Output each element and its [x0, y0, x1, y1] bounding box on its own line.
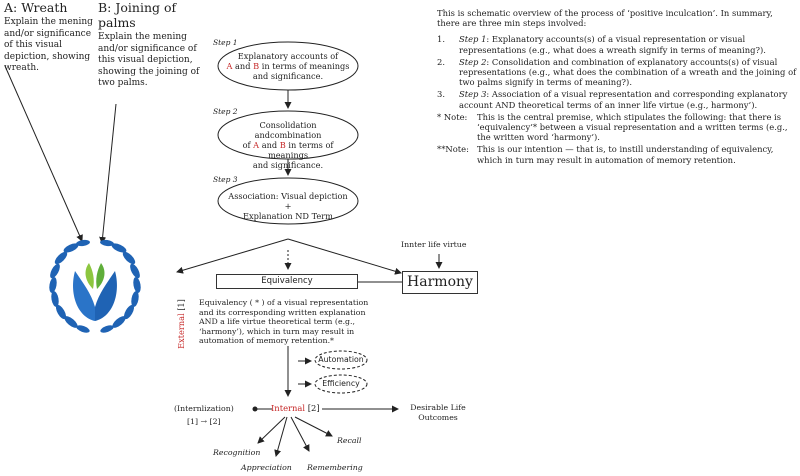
summary-item-3-step: Step 3	[459, 89, 487, 100]
step3-label: Step 3	[213, 175, 238, 184]
palms-explanation: Explain the mening and/or significance o…	[98, 32, 200, 88]
external-text: External	[176, 313, 186, 349]
desirable-outcomes: Desirable Life Outcomes	[402, 403, 474, 422]
internal-ref: [2]	[307, 403, 320, 413]
inner-life-virtue-label: Innter life virtue	[401, 240, 467, 249]
step2-line3: and significance.	[252, 160, 324, 170]
step2-b-marker: B	[279, 140, 286, 150]
outcome-remembering: Remembering	[307, 463, 363, 472]
step1-b-marker: B	[253, 61, 260, 71]
step1-and: and	[235, 61, 251, 71]
internal-text: Internal	[271, 403, 306, 413]
step1-label: Step 1	[213, 38, 238, 47]
step2-line1: Consolidation andcombination	[254, 120, 322, 140]
step2-line2: of A and B in terms of meanings	[225, 140, 351, 160]
step2-text: Consolidation andcombination of A and B …	[225, 120, 351, 170]
step1-a-marker: A	[226, 61, 233, 71]
external-label: External [1]	[176, 294, 188, 354]
palms-description: B: Joining of palms Explain the mening a…	[98, 0, 206, 90]
arrow-wreath-to-logo	[4, 65, 83, 242]
summary-note-1: * Note: This is the central premise, whi…	[437, 112, 797, 143]
summary-note-1-label: * Note:	[437, 111, 468, 122]
summary-item-1-text: : Explanatory accounts(s) of a visual re…	[459, 34, 766, 55]
path-label: [1] → [2]	[187, 417, 221, 426]
equivalency-description: Equivalency ( * ) of a visual representa…	[199, 298, 369, 346]
summary-item-1: 1. Step 1: Explanatory accounts(s) of a …	[437, 34, 797, 54]
palms-heading: B: Joining of palms	[98, 0, 177, 30]
internal-label: Internal [2]	[271, 403, 320, 413]
arrow-to-logo-side	[176, 238, 289, 274]
efficiency-ellipse	[314, 374, 368, 394]
arrow-to-remembering	[290, 416, 310, 452]
step3-ellipse	[217, 177, 359, 225]
summary-item-3-num: 3.	[437, 89, 445, 100]
efficiency-label: Efficiency	[322, 379, 360, 388]
summary-item-2-text: : Consolidation and combination of expla…	[459, 56, 797, 88]
summary-item-2: 2. Step 2: Consolidation and combination…	[437, 57, 797, 88]
summary-panel: This is schematic overview of the proces…	[437, 8, 797, 165]
arrow-to-recognition	[257, 416, 286, 444]
external-ref: [1]	[176, 299, 186, 311]
internalization-dot	[252, 406, 258, 412]
automation-label: Automation	[318, 355, 364, 364]
equivalency-box: Equivalency	[216, 274, 358, 289]
step2-line2-rest: in terms of meanings	[267, 140, 334, 160]
arrow-to-appreciation	[274, 416, 288, 457]
outcome-recall: Recall	[337, 436, 362, 445]
harmony-box: Harmony	[402, 271, 478, 294]
step3-line1: Association: Visual depiction +	[228, 191, 348, 211]
step2-of: of	[242, 140, 251, 150]
summary-intro-line2: there are three min steps involved:	[437, 18, 587, 29]
wreath-description: A: Wreath Explain the mening and/or sign…	[4, 0, 96, 75]
wreath-icon	[49, 239, 141, 333]
outcome-recognition: Recognition	[213, 448, 261, 457]
summary-intro-line1: This is schematic overview of the proces…	[437, 8, 773, 18]
summary-item-3-text: : Association of a visual representation…	[459, 89, 788, 110]
step1-line2: A and B in terms of meanings	[225, 61, 351, 71]
summary-note-2: **Note: This is our intention — that is,…	[437, 144, 797, 164]
desirable-line1: Desirable Life	[410, 403, 466, 412]
summary-item-3: 3. Step 3: Association of a visual repre…	[437, 89, 797, 109]
desirable-line2: Outcomes	[418, 412, 458, 422]
summary-note-2-label: **Note:	[437, 144, 469, 155]
summary-item-2-step: Step 2	[459, 56, 487, 67]
arrow-to-recall	[294, 416, 333, 437]
arrow-palms-to-logo	[99, 103, 117, 244]
step1-line1: Explanatory accounts of	[237, 51, 339, 61]
step3-text: Association: Visual depiction + Explanat…	[225, 191, 351, 221]
outcome-appreciation: Appreciation	[241, 463, 292, 472]
wreath-logo	[49, 239, 141, 333]
wreath-heading: A: Wreath	[4, 0, 68, 15]
automation-ellipse	[314, 350, 368, 370]
summary-note-2-text: This is our intention — that is, to inst…	[477, 144, 774, 165]
step2-and: and	[261, 140, 278, 150]
summary-note-1-text: This is the central premise, which stipu…	[477, 111, 788, 143]
step3-line2: Explanation ND Term	[243, 211, 333, 221]
palms-icon	[73, 263, 117, 321]
step1-line3: and significance.	[252, 71, 324, 81]
summary-item-2-num: 2.	[437, 56, 445, 67]
wreath-explanation: Explain the mening and/or significance o…	[4, 17, 93, 73]
internalization-label: (Internlization)	[174, 404, 234, 413]
step1-text: Explanatory accounts of A and B in terms…	[225, 51, 351, 81]
arrow-to-harmony	[287, 238, 402, 275]
step2-label: Step 2	[213, 107, 238, 116]
summary-item-1-num: 1.	[437, 34, 445, 45]
step2-a-marker: A	[253, 140, 260, 150]
summary-item-1-step: Step 1	[459, 34, 487, 45]
step1-line2-rest: in terms of meanings	[261, 61, 350, 71]
